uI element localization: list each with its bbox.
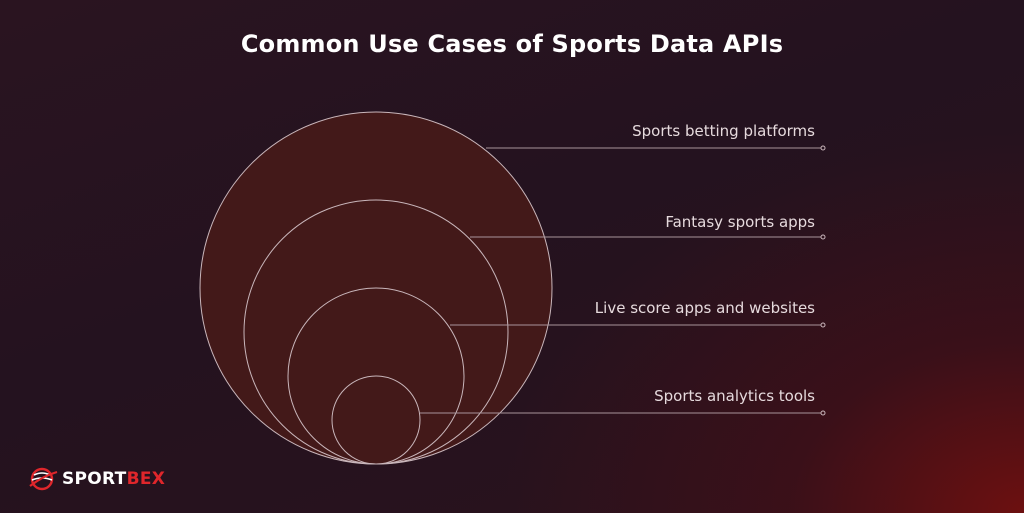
- logo-text-sport: SPORT: [62, 469, 127, 489]
- connector-dot-4: [820, 410, 826, 416]
- label-sports-betting: Sports betting platforms: [632, 122, 815, 140]
- label-fantasy-sports: Fantasy sports apps: [665, 213, 815, 231]
- label-sports-analytics: Sports analytics tools: [654, 387, 815, 405]
- circle-sports-analytics: [331, 375, 421, 465]
- label-live-score: Live score apps and websites: [594, 299, 815, 317]
- globe-swoosh-icon: [29, 467, 58, 491]
- logo-text-bex: BEX: [126, 469, 166, 489]
- connector-dot-3: [820, 322, 826, 328]
- page-title: Common Use Cases of Sports Data APIs: [240, 30, 784, 58]
- connector-dot-2: [820, 234, 826, 240]
- logo-wordmark: SPORTBEX: [62, 469, 165, 489]
- sportbex-logo: SPORTBEX: [28, 466, 165, 492]
- connector-dot-1: [820, 145, 826, 151]
